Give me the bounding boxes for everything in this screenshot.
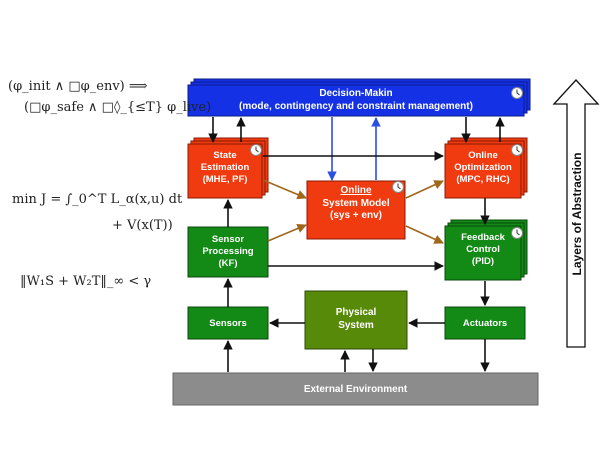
feedback-control-label: Feedback Control (PID) (445, 232, 521, 268)
physical-system-line2: System (338, 319, 374, 331)
physical-system-line1: Physical (335, 307, 377, 318)
state-estimation-line2: Estimation (200, 161, 250, 173)
online-optimization-line2: Optimization (454, 161, 512, 173)
clock-icon (392, 181, 404, 193)
arrow-state-to-model (262, 179, 307, 200)
ltl-formula-line1: (φ_init ∧ □φ_env) ⟹ (8, 79, 148, 94)
decision-making-subtitle: (mode, contingency and constraint manage… (239, 100, 473, 112)
sensors-label: Sensors (188, 318, 268, 330)
online-optimization-label: Online Optimization (MPC, RHC) (445, 150, 521, 186)
actuators-label: Actuators (445, 318, 525, 330)
external-environment-text: External Environment (303, 384, 408, 395)
state-estimation-label: State Estimation (MHE, PF) (188, 150, 262, 186)
external-environment-box (172, 372, 539, 406)
state-estimation-box (187, 137, 269, 199)
feedback-control-line2: Control (466, 243, 500, 255)
layers-of-abstraction-label: Layers of Abstraction (570, 153, 584, 276)
clock-icon (511, 144, 523, 156)
clock-icon (511, 227, 523, 239)
decision-making-title: Decision-Makin (319, 88, 393, 99)
sensor-processing-label: Sensor Processing (KF) (188, 234, 268, 270)
sensor-processing-line2: Processing (202, 245, 254, 257)
online-system-model-box (306, 180, 406, 240)
online-system-model-label: Online System Model (sys + env) (307, 185, 405, 223)
online-optimization-line3: (MPC, RHC) (456, 173, 510, 185)
clock-icon (250, 144, 262, 156)
cost-function-line1: min J = ∫_0^T L_α(x,u) dt (12, 192, 183, 207)
physical-system-box (304, 290, 408, 350)
clock-icon (511, 87, 523, 99)
online-model-line1: Online (340, 185, 372, 196)
sensor-processing-line1: Sensor (211, 234, 245, 245)
cost-function-line2: + V(x(T)) (112, 218, 173, 233)
arrow-sensor-processing-to-model (267, 223, 307, 242)
arrow-model-to-optimization (405, 180, 444, 199)
sensor-processing-box (187, 226, 269, 278)
actuators-text: Actuators (462, 318, 508, 329)
sensor-processing-line3: (KF) (218, 257, 238, 269)
online-optimization-line1: Online (468, 150, 498, 161)
state-estimation-line3: (MHE, PF) (202, 173, 248, 185)
decision-making-box (187, 78, 531, 117)
online-model-line3: (sys + env) (330, 210, 382, 221)
physical-system-label: Physical System (305, 307, 407, 332)
layers-of-abstraction-arrow (552, 79, 600, 348)
arrow-model-to-feedback (405, 225, 444, 244)
ltl-formula-line2: (□φ_safe ∧ □◊_{≤T} φ_live) (24, 100, 212, 115)
external-environment-label: External Environment (173, 384, 538, 397)
sensors-box (187, 306, 269, 340)
state-estimation-line1: State (213, 150, 237, 161)
feedback-control-line3: (PID) (471, 255, 495, 267)
decision-making-label: Decision-Makin (mode, contingency and co… (188, 88, 524, 113)
online-model-line2: System Model (322, 197, 390, 209)
feedback-control-line1: Feedback (461, 232, 505, 243)
hinf-norm-formula: ‖W₁S + W₂T‖_∞ < γ (20, 274, 152, 289)
sensors-text: Sensors (209, 318, 247, 329)
